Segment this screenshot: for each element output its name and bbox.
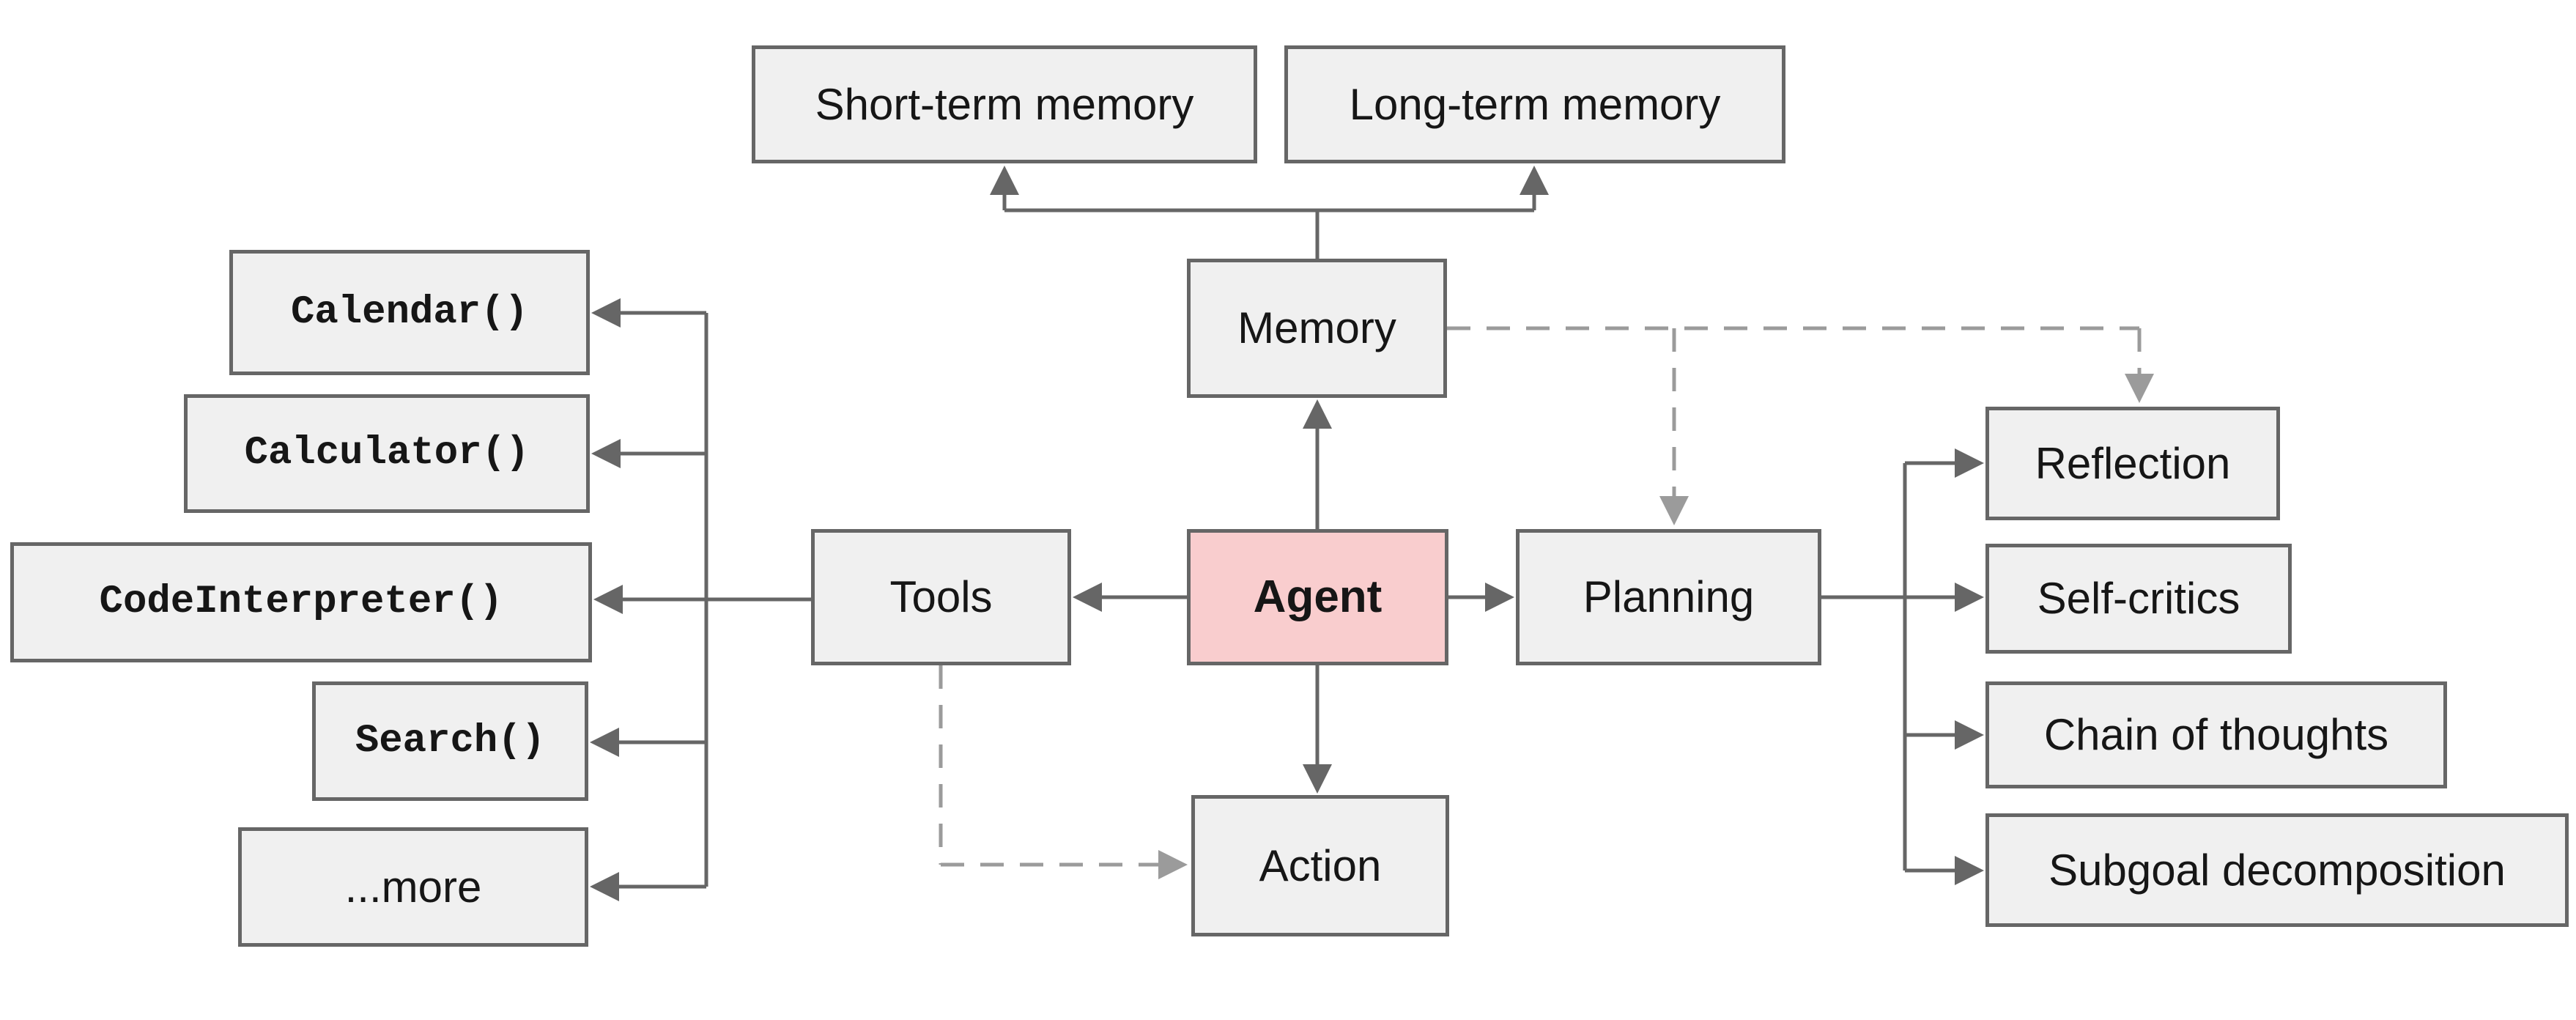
node-tool-calendar: Calendar() xyxy=(229,250,590,375)
edge-tools-to-tool-list xyxy=(590,298,811,901)
node-tool-calculator: Calculator() xyxy=(184,394,590,513)
node-tool-more: ...more xyxy=(238,827,588,947)
node-planning: Planning xyxy=(1516,529,1821,665)
node-action: Action xyxy=(1191,795,1449,936)
node-agent: Agent xyxy=(1187,529,1448,665)
node-long-term-memory: Long-term memory xyxy=(1284,45,1785,163)
node-tool-code-interpreter: CodeInterpreter() xyxy=(10,542,592,662)
node-subgoal-decomposition: Subgoal decomposition xyxy=(1985,813,2569,927)
node-memory: Memory xyxy=(1187,259,1447,398)
edge-memory-dashed-to-planning-reflection xyxy=(1447,326,2154,525)
edge-tools-dashed-to-action xyxy=(939,665,1188,879)
edge-planning-to-techniques xyxy=(1821,448,1984,885)
node-tools: Tools xyxy=(811,529,1071,665)
edge-memory-to-term-memories xyxy=(990,166,1549,259)
node-short-term-memory: Short-term memory xyxy=(752,45,1257,163)
node-self-critics: Self-critics xyxy=(1985,544,2292,654)
node-chain-of-thoughts: Chain of thoughts xyxy=(1985,681,2447,788)
node-tool-search: Search() xyxy=(312,681,588,801)
node-reflection: Reflection xyxy=(1985,407,2280,520)
